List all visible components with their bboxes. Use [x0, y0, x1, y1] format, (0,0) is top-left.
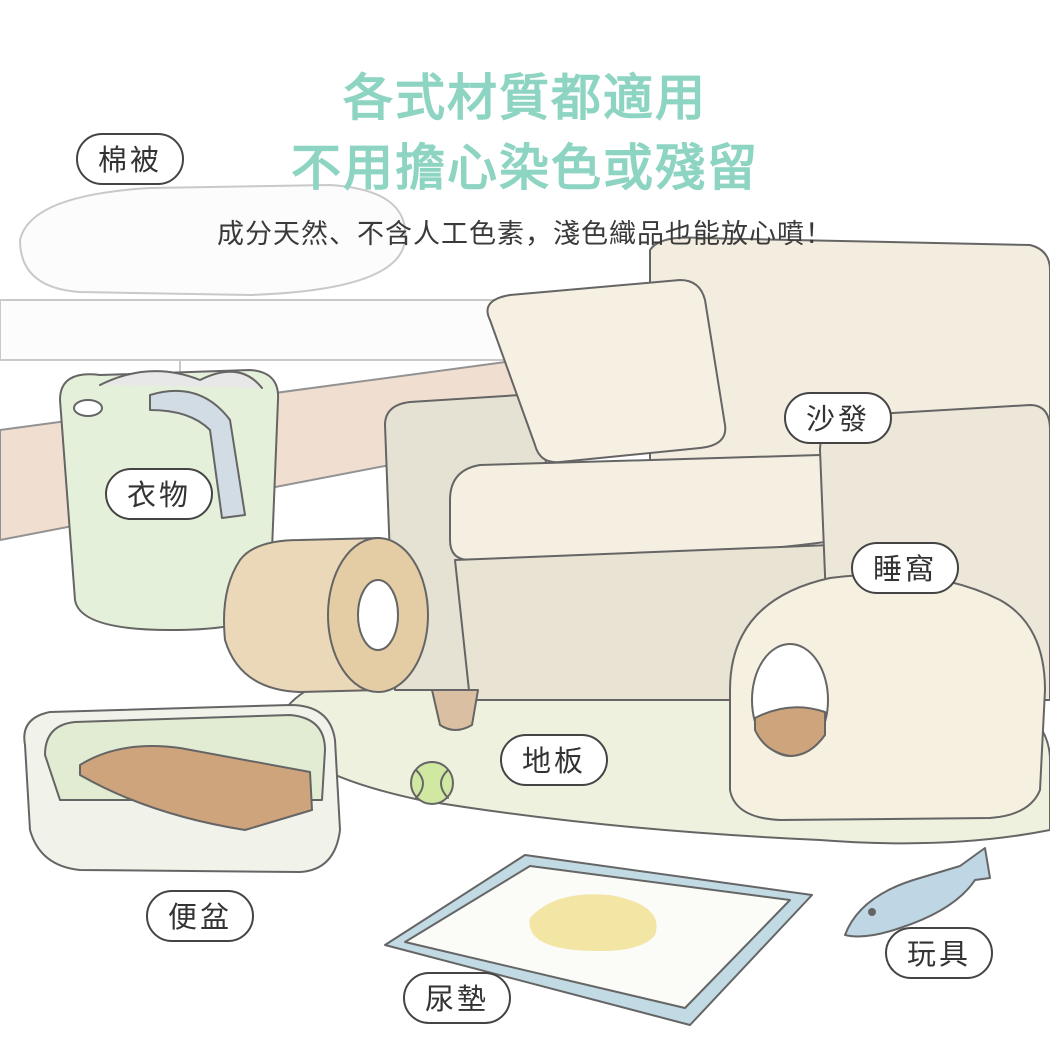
label-toy: 玩具: [885, 927, 994, 979]
toy-fish: [844, 847, 991, 938]
litter-box: [23, 704, 341, 873]
heading-line-1: 各式材質都適用: [343, 69, 707, 127]
pee-pad: [384, 854, 813, 1026]
label-quilt: 棉被: [76, 133, 185, 185]
subtitle: 成分天然、不含人工色素，淺色織品也能放心噴！: [217, 219, 833, 250]
label-floor: 地板: [500, 734, 609, 786]
scratch-roll: [223, 537, 429, 693]
heading-line-2: 不用擔心染色或殘留: [291, 139, 759, 197]
label-sofa: 沙發: [784, 392, 893, 444]
label-clothes: 衣物: [105, 468, 214, 520]
label-litter-box: 便盆: [146, 890, 255, 942]
label-pee-pad: 尿墊: [403, 972, 512, 1024]
cat-cave-bed: [729, 573, 1046, 821]
label-bed: 睡窩: [851, 542, 960, 594]
tennis-ball: [410, 761, 454, 805]
